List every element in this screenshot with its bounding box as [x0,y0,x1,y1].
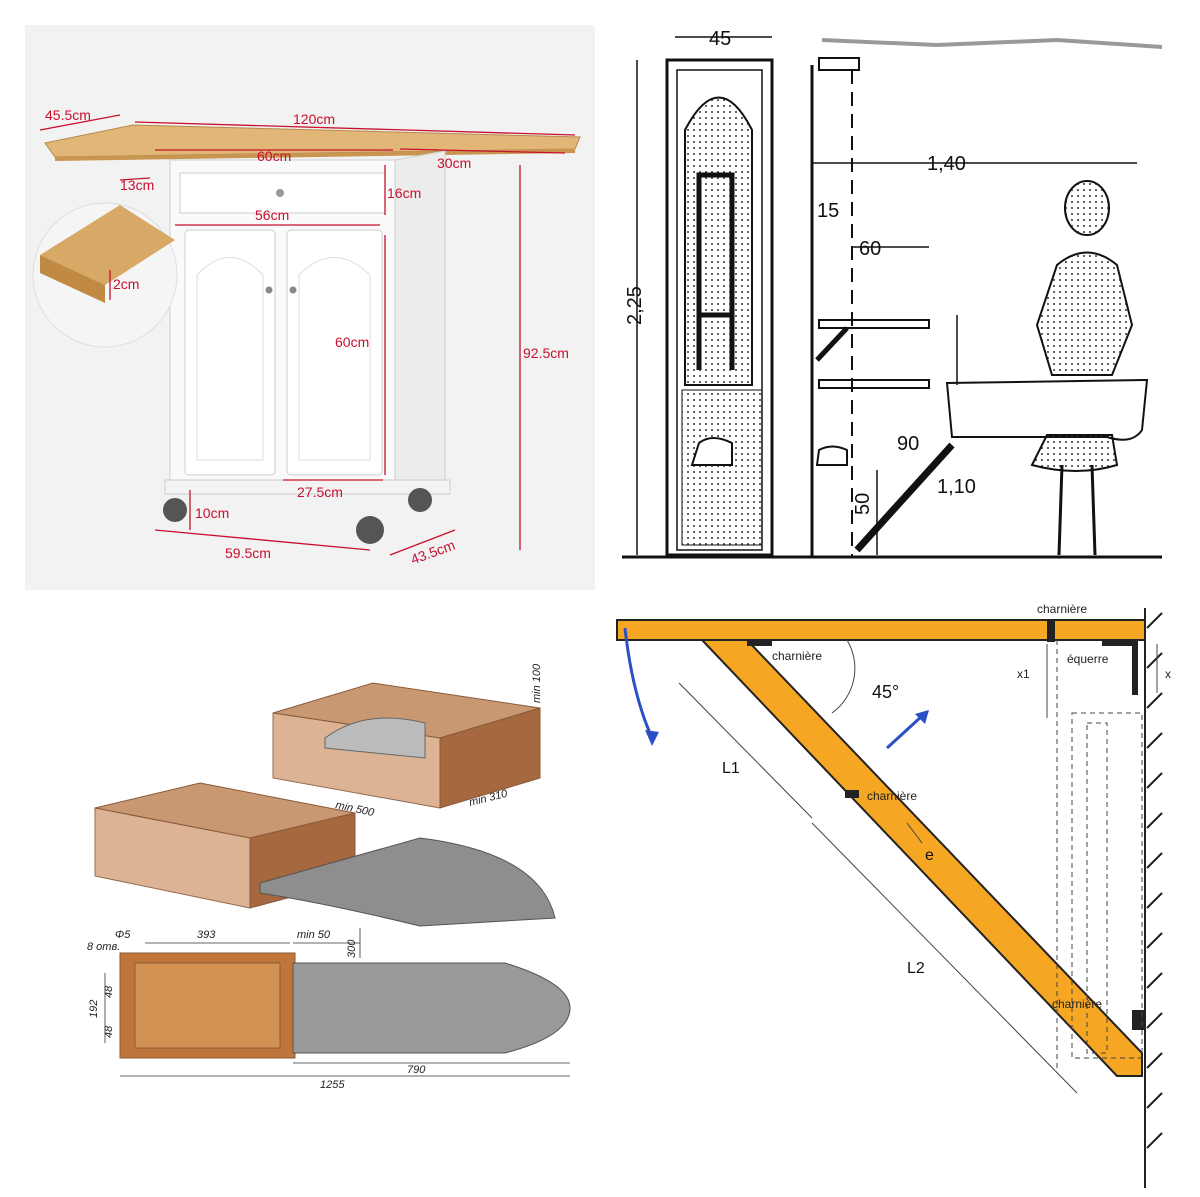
ironing-board-leg [854,442,955,553]
hinge-diagram-panel: charnière charnière charnière charnière … [607,598,1187,1188]
label-l1: L1 [722,760,740,777]
dim-board-height-2: 1,10 [937,476,976,498]
hinge-drawing: charnière charnière charnière charnière … [616,602,1171,1188]
dim-192: 192 [88,1000,100,1018]
dim-48-bottom: 48 [103,1025,115,1038]
dim-board-height: 90 [897,433,919,455]
iron-icon [690,437,733,466]
drawer-drawing: min 100 min 500 min 310 Φ5 8 отв. 393 mi… [87,663,571,1091]
label-x1: x1 [1017,667,1030,681]
ironing-board-plan [292,962,571,1054]
dim-holes: 8 отв. [87,941,120,953]
dim-top-depth: 45.5cm [45,107,91,123]
cart-door-left [184,229,276,476]
cart-wheel [408,488,432,512]
dim-base-width: 59.5cm [225,545,271,561]
ironing-board [945,378,1149,441]
rotation-arrow [623,627,654,739]
dim-min-100: min 100 [531,663,543,703]
cart-wheel [163,498,187,522]
wall-shelf [818,379,930,389]
cart-wheel [356,516,384,544]
person-body [1035,251,1134,376]
dim-base-depth: 43.5cm [408,537,457,568]
label-charniere-left: charnière [772,649,822,663]
dim-drawer-width: 56cm [255,207,289,223]
dim-wheel: 10cm [195,505,229,521]
diagonal-board [699,639,1143,1077]
cart-top [44,124,581,158]
dim-shelf-gap: 15 [817,200,839,222]
label-charniere-top: charnière [1037,602,1087,616]
dim-300: 300 [346,939,358,958]
dim-total-height: 92.5cm [523,345,569,361]
dim-790: 790 [407,1064,426,1076]
dim-drawer-height: 16cm [387,185,421,201]
wall-shelf [818,319,930,329]
direction-arrow [885,714,924,750]
label-l2: L2 [907,960,925,977]
ironing-board-extended [259,837,556,927]
label-e: e [925,847,934,864]
dim-leaf: 30cm [437,155,471,171]
label-equerre: équerre [1067,652,1109,666]
closet-dimension-panel: 45 2,25 1,40 15 60 90 50 1,10 [607,25,1177,590]
closet-frame [665,58,774,557]
label-charniere-bottom: charnière [1052,997,1102,1011]
hinge-bottom [1132,1010,1144,1030]
cart-door-right [286,229,383,476]
dim-shelf-width: 60 [859,238,881,260]
hinge-top [747,640,772,646]
dim-top-total: 120cm [293,111,335,127]
cart-drawing: 45.5cm 120cm 60cm 30cm 13cm 16cm 56cm 2c… [32,107,581,568]
dim-low: 50 [852,493,874,515]
dim-closet-width: 45 [709,28,731,50]
dim-min-50: min 50 [297,929,331,941]
top-board [616,619,1146,641]
person-head [1064,180,1110,236]
dim-thickness: 2cm [113,276,139,292]
dim-48-top: 48 [103,985,115,998]
hinge-middle [845,790,859,798]
dim-half-door: 27.5cm [297,484,343,500]
label-angle: 45° [872,682,899,702]
dim-diameter: Φ5 [115,929,131,941]
closet-drawing: 45 2,25 1,40 15 60 90 50 1,10 [622,28,1163,559]
dim-top-center: 60cm [257,148,291,164]
label-x: x [1165,667,1171,681]
dim-393: 393 [197,929,216,941]
dim-door-height: 60cm [335,334,369,350]
equerre-bracket [1132,640,1138,695]
dim-1255: 1255 [320,1079,345,1091]
dim-closet-height: 2,25 [624,286,646,325]
cart-dimension-panel: 45.5cm 120cm 60cm 30cm 13cm 16cm 56cm 2c… [25,25,595,590]
drawer-dimension-panel: min 100 min 500 min 310 Φ5 8 отв. 393 mi… [25,598,595,1188]
dim-overhang: 13cm [120,177,154,193]
folded-board [684,96,753,386]
dim-distance: 1,40 [927,153,966,175]
label-charniere-middle: charnière [867,789,917,803]
dimension-lines [39,114,576,556]
